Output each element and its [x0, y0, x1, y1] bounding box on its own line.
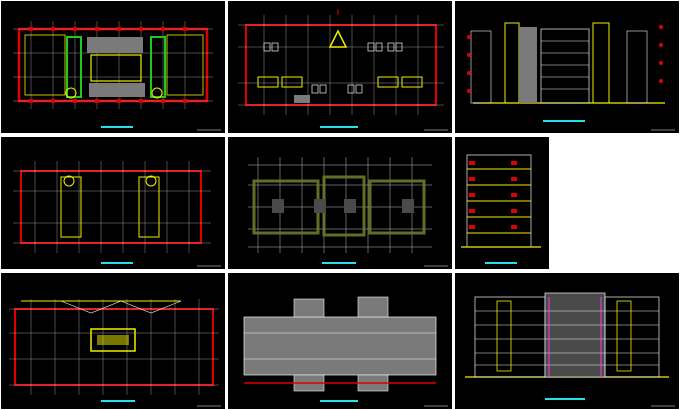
upper-floor-plan-drawing	[13, 161, 221, 267]
panel-floor-plan-cafeteria	[228, 1, 452, 133]
ground-floor-plan-drawing	[13, 21, 221, 131]
structural-plan-drawing	[248, 157, 448, 267]
panel-section-cut	[455, 137, 549, 269]
panel-ground-floor-plan	[1, 1, 225, 133]
front-elevation-drawing	[467, 22, 675, 131]
section-drawing	[461, 154, 541, 264]
panel-elevation-rear	[455, 273, 679, 409]
panel-roof-plan	[228, 273, 452, 409]
cafeteria-plan-drawing	[238, 9, 448, 131]
panel-roof-level-plan	[1, 273, 225, 409]
panel-upper-floor-plan	[1, 137, 225, 269]
panel-structural-plan	[228, 137, 452, 269]
roof-plan-drawing	[243, 296, 448, 407]
rear-elevation-drawing	[465, 292, 675, 407]
panel-elevation-front	[455, 1, 679, 133]
roof-level-plan-drawing	[9, 299, 221, 407]
